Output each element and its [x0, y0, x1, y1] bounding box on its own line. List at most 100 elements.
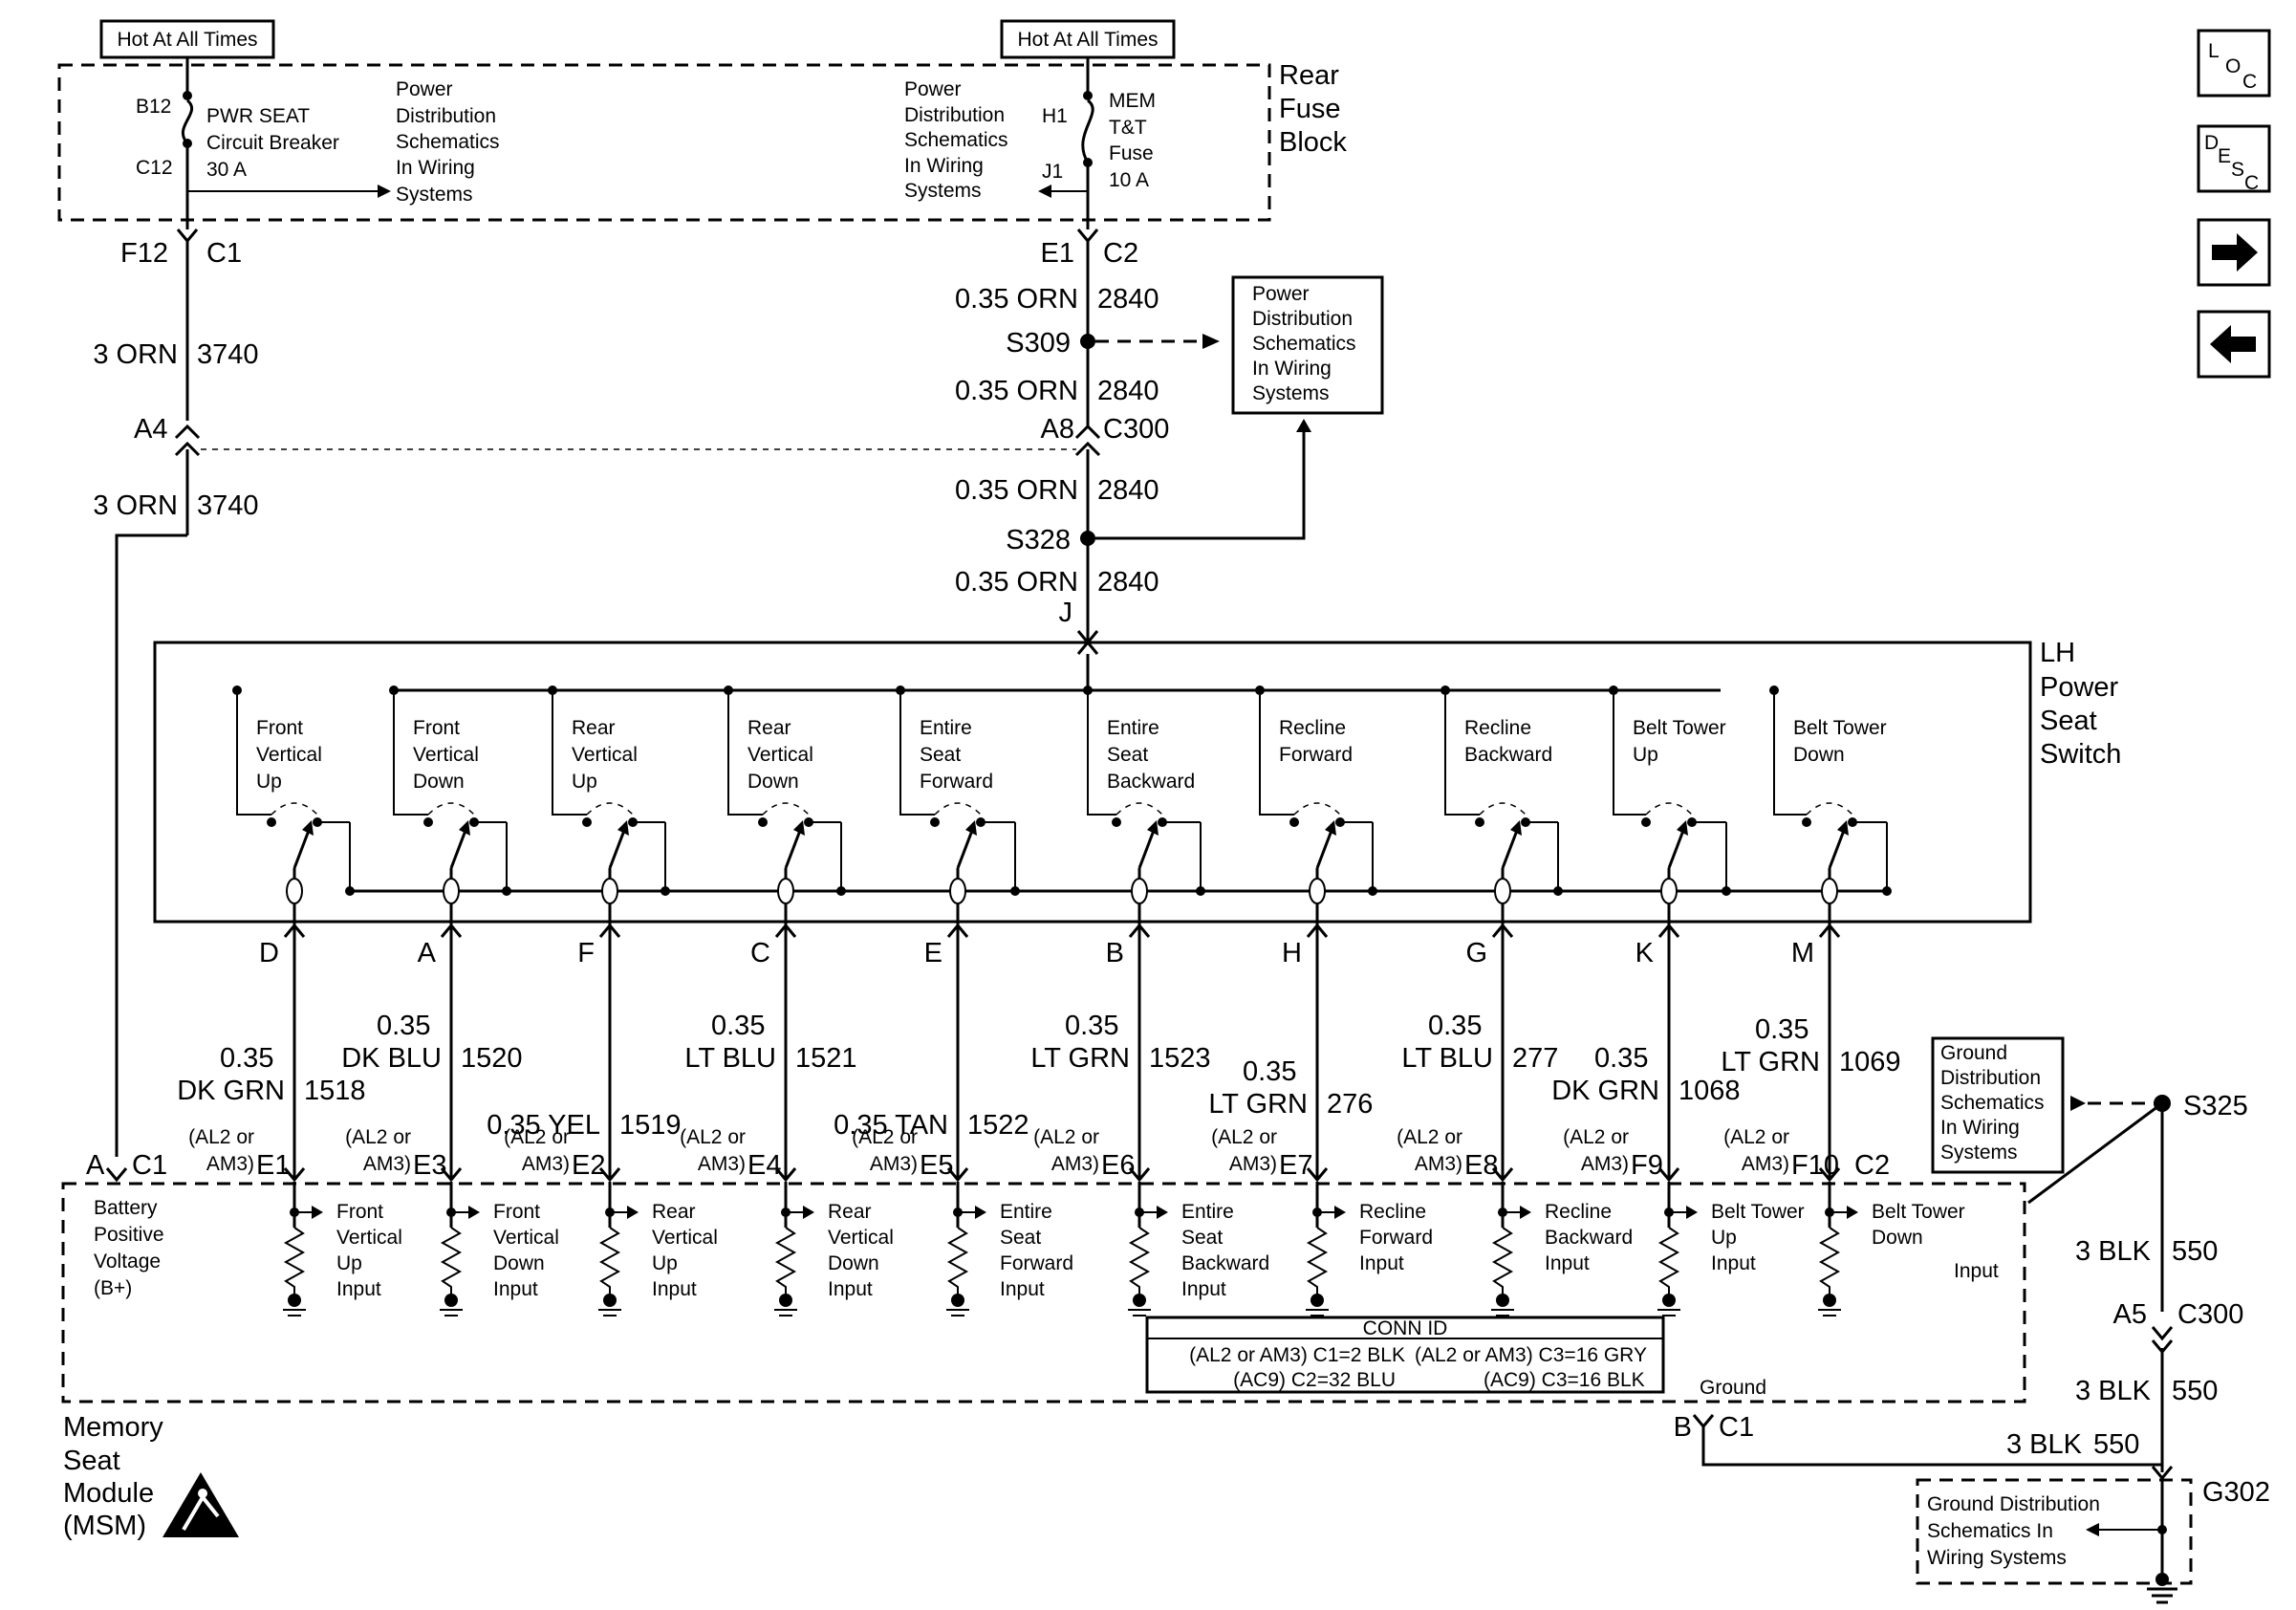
switch-arc [1293, 802, 1341, 816]
svg-text:10 A: 10 A [1109, 169, 1149, 191]
loc-button[interactable]: L O C [2197, 29, 2271, 98]
pd-box-splice-text: Power Distribution Schematics In Wiring … [1252, 283, 1356, 404]
msm-input-label-line: Belt Tower [1711, 1201, 1805, 1223]
left-arrow-icon [2210, 325, 2256, 363]
switch-pin-label: K [1635, 938, 1655, 968]
wire-gauge-size: 0.35 [1755, 1014, 1809, 1045]
input-arrow-icon [1847, 1206, 1858, 1219]
switch-blade-arrow [617, 820, 629, 836]
switch-label-line: Belt Tower [1793, 717, 1887, 739]
svg-text:In Wiring: In Wiring [396, 157, 475, 179]
svg-text:Systems: Systems [904, 180, 982, 202]
ground-g302-box [1916, 1478, 2193, 1585]
msm-pin-connector [1657, 1167, 1680, 1183]
wire-gauge-size: 0.35 [377, 1011, 430, 1041]
ground-node [444, 1294, 458, 1307]
input-arrow-icon [1157, 1206, 1168, 1219]
switch-return-dot [836, 886, 846, 896]
switch-contact-left [423, 817, 433, 827]
switch-contact-left [1475, 817, 1484, 827]
svg-text:LH: LH [2040, 638, 2075, 668]
input-arrow-icon [312, 1206, 323, 1219]
switch-return-dot [1553, 886, 1563, 896]
switch-label-line: Front [256, 717, 303, 739]
desc-button[interactable]: D E S C [2197, 124, 2271, 194]
switch-arc [427, 802, 475, 816]
gd-box-splice-text: Ground Distribution Schematics In Wiring… [1940, 1042, 2045, 1164]
msm-pin-connector [946, 1167, 969, 1183]
wire-3740-gauge-2: 3 ORN [93, 490, 178, 521]
msm-pin-label: F9 [1631, 1150, 1663, 1181]
msm-input-label-line: Seat [1181, 1227, 1223, 1249]
svg-text:Schematics: Schematics [904, 129, 1008, 151]
msm-pin-connector [440, 1167, 463, 1183]
switch-crossover [949, 878, 966, 904]
switch-return-dot [1196, 886, 1205, 896]
switch-label-line: Front [413, 717, 460, 739]
wire-circuit-number: 1521 [795, 1043, 857, 1074]
msm-ground-label: Ground [1700, 1377, 1766, 1399]
mem-tt-fuse [1038, 91, 1094, 229]
input-arrow-icon [468, 1206, 480, 1219]
msm-input-label-line: Seat [1000, 1227, 1041, 1249]
switch-blade [1137, 827, 1157, 869]
wire-color: 0.35 TAN [834, 1110, 948, 1141]
prev-arrow-button[interactable] [2197, 310, 2271, 379]
splice-s325-label: S325 [2183, 1091, 2248, 1121]
option-line-1: (AL2 or [1723, 1126, 1789, 1148]
splice-s328-label: S328 [1006, 525, 1071, 555]
switch-feed-wire [552, 690, 587, 816]
gd-box-splice [1931, 1036, 2065, 1174]
input-arrow-icon [627, 1206, 639, 1219]
svg-text:(MSM): (MSM) [63, 1511, 146, 1541]
switch-blade [956, 827, 975, 869]
option-line-2: AM3) [698, 1153, 746, 1175]
svg-text:In Wiring: In Wiring [1940, 1117, 2020, 1139]
svg-text:PWR SEAT: PWR SEAT [206, 105, 310, 127]
switch-feed-wire [1259, 690, 1294, 816]
next-arrow-button[interactable] [2197, 218, 2271, 287]
memory-seat-module [61, 1182, 2026, 1403]
option-line-1: (AL2 or [1563, 1126, 1629, 1148]
switch-label-line: Recline [1279, 717, 1346, 739]
msm-input-label-line: Input [1359, 1252, 1404, 1274]
switch-crossover [286, 878, 303, 904]
wire-color: LT GRN [1030, 1043, 1130, 1074]
switch-label-line: Forward [1279, 744, 1353, 766]
svg-text:Distribution: Distribution [1940, 1067, 2041, 1089]
wire-2840-gauge-4: 0.35 ORN [955, 567, 1078, 598]
wire-color: DK GRN [1551, 1076, 1659, 1106]
svg-text:Power: Power [904, 78, 962, 100]
conn-c300-top: C300 [1103, 414, 1169, 445]
wire-550-gauge-3: 3 BLK [2006, 1429, 2083, 1460]
msm-input-label-line: Front [336, 1201, 383, 1223]
svg-text:D: D [2204, 132, 2219, 154]
svg-text:C: C [2244, 172, 2259, 194]
svg-text:Schematics: Schematics [1940, 1092, 2045, 1114]
pull-down-resistor [774, 1227, 797, 1300]
svg-text:E: E [2218, 145, 2231, 167]
splice-s328 [1080, 531, 1095, 546]
switch-pin-label: H [1282, 938, 1302, 968]
wire-color: 0.35 YEL [487, 1110, 600, 1141]
wire-gauge-size: 0.35 [1594, 1043, 1648, 1074]
cb-label: PWR SEAT Circuit Breaker 30 A [206, 105, 339, 181]
msm-input-label-line: Vertical [828, 1227, 894, 1249]
pull-down-resistor [1491, 1227, 1514, 1300]
switch-pin-label: G [1465, 938, 1487, 968]
switch-contact-left [1802, 817, 1811, 827]
wire-2840-gauge-3: 0.35 ORN [955, 475, 1078, 506]
pd-label-left: Power Distribution Schematics In Wiring … [396, 78, 500, 206]
switch-pin-label: D [259, 938, 279, 968]
msm-input-label-line: Vertical [493, 1227, 559, 1249]
switch-feed-wire [899, 690, 935, 816]
switch-feed-wire [236, 690, 271, 816]
wire-color: LT GRN [1208, 1089, 1308, 1120]
svg-text:Positive: Positive [94, 1224, 164, 1246]
